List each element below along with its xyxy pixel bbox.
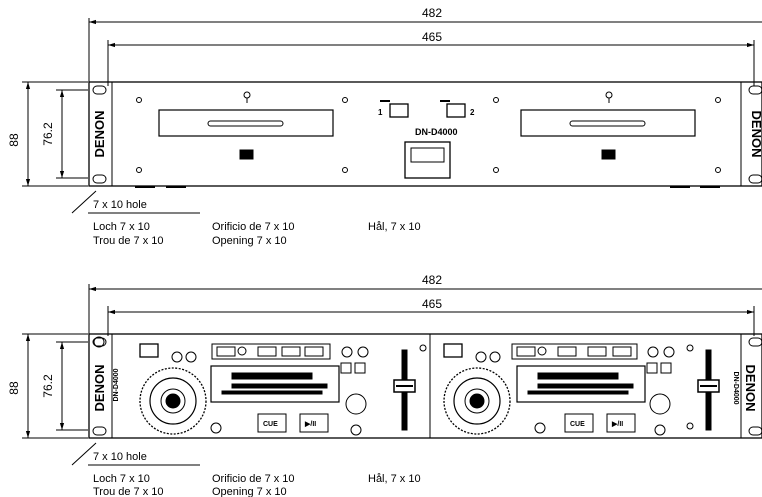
- top-dim-76: 76.2: [41, 122, 55, 146]
- bottom-dim-76: 76.2: [41, 374, 55, 398]
- top-trans-french: Trou de 7 x 10: [93, 235, 164, 247]
- power-button: [404, 141, 451, 179]
- play-label-right: ▶/II: [611, 421, 623, 428]
- bottom-dim-482: 482: [422, 273, 442, 287]
- play-label-left: ▶/II: [304, 421, 316, 428]
- front-panel: [88, 81, 762, 187]
- bottom-model-right: DN-D4000: [732, 371, 739, 404]
- bottom-brand-left: DENON: [92, 365, 107, 412]
- bottom-trans-spanish: Orificio de 7 x 10: [212, 473, 295, 485]
- top-model-label: DN-D4000: [415, 127, 458, 137]
- top-slot-num-2: 2: [470, 108, 475, 117]
- controller-panel: [88, 333, 762, 439]
- bottom-trans-english: Opening 7 x 10: [212, 486, 287, 497]
- top-trans-english: Opening 7 x 10: [212, 235, 287, 247]
- top-dim-88: 88: [7, 133, 21, 147]
- top-unit-drawing: [22, 18, 762, 214]
- top-brand-right: DENON: [749, 111, 762, 158]
- top-hole-note: 7 x 10 hole: [93, 199, 147, 211]
- jog-wheel-left: [139, 367, 207, 435]
- jog-wheel-right: [443, 367, 511, 435]
- display-left: [210, 365, 340, 403]
- bottom-unit-drawing: [22, 284, 762, 466]
- top-trans-german: Loch 7 x 10: [93, 221, 150, 233]
- cue-label-left: CUE: [263, 421, 278, 428]
- cd-slot-right: [520, 109, 696, 137]
- top-slot-num-1: 1: [378, 108, 383, 117]
- bottom-trans-swedish: Hål, 7 x 10: [368, 473, 421, 485]
- top-brand-left: DENON: [92, 111, 107, 158]
- top-trans-swedish: Hål, 7 x 10: [368, 221, 421, 233]
- bottom-trans-french: Trou de 7 x 10: [93, 486, 164, 497]
- bottom-dim-88: 88: [7, 381, 21, 395]
- display-right: [516, 365, 646, 403]
- bottom-dim-465: 465: [422, 297, 442, 311]
- bottom-brand-right: DENON: [743, 365, 758, 412]
- top-trans-spanish: Orificio de 7 x 10: [212, 221, 295, 233]
- top-dim-465: 465: [422, 30, 442, 44]
- bottom-trans-german: Loch 7 x 10: [93, 473, 150, 485]
- cue-label-right: CUE: [570, 421, 585, 428]
- bottom-model-left: DN-D4000: [113, 368, 120, 401]
- bottom-hole-note: 7 x 10 hole: [93, 451, 147, 463]
- top-dim-482: 482: [422, 6, 442, 20]
- cd-slot-left: [158, 109, 334, 137]
